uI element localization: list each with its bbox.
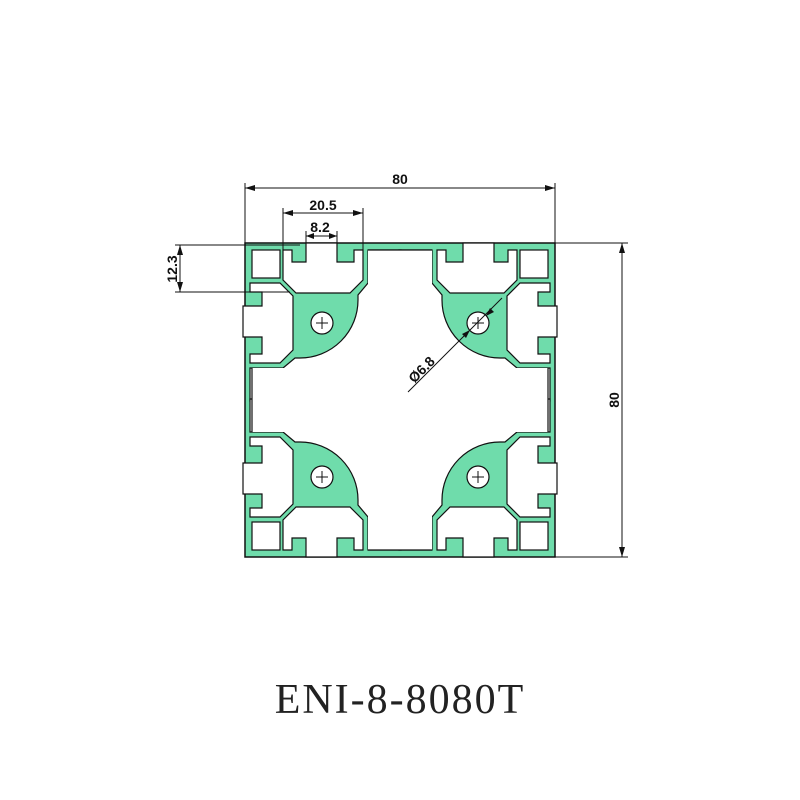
slot-width-dimension: 20.5 xyxy=(309,197,336,213)
height-dimension: 80 xyxy=(606,392,622,408)
slot-depth-dimension: 12.3 xyxy=(164,255,180,282)
profile-title: ENI-8-8080T xyxy=(274,677,526,723)
slot-opening-dimension: 8.2 xyxy=(310,219,330,235)
width-dimension: 80 xyxy=(392,171,408,187)
